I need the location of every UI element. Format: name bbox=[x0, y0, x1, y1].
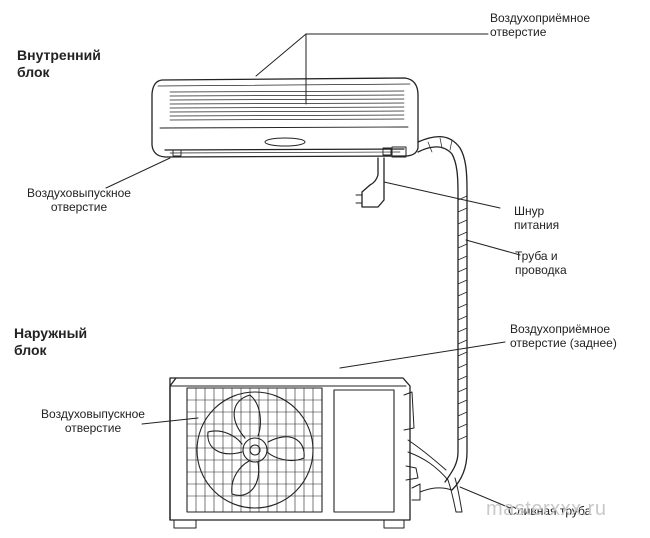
indoor-air-inlet-line2: отверстие bbox=[490, 25, 547, 39]
outdoor-unit bbox=[169, 377, 453, 529]
power-cord-label: Шнур питания bbox=[514, 204, 559, 232]
fan bbox=[196, 391, 314, 509]
leader-lines bbox=[105, 33, 521, 509]
indoor-unit-heading: Внутренний блок bbox=[17, 47, 101, 81]
indoor-unit-heading-line1: Внутренний bbox=[17, 47, 101, 63]
drain-pipe bbox=[447, 477, 463, 513]
pipe-wrap-lines bbox=[427, 137, 468, 441]
outdoor-air-inlet-label: Воздухоприёмное отверстие (заднее) bbox=[510, 322, 617, 350]
power-cord-line2: питания bbox=[514, 218, 560, 232]
drain-pipe-label: Сливная труба bbox=[508, 504, 592, 518]
power-cord-line1: Шнур bbox=[514, 204, 545, 218]
outdoor-air-outlet-line1: Воздуховыпускное bbox=[41, 407, 145, 421]
outdoor-unit-heading: Наружный блок bbox=[14, 325, 87, 359]
indoor-unit-heading-line2: блок bbox=[17, 64, 50, 80]
outdoor-unit-heading-line1: Наружный bbox=[14, 325, 88, 341]
outdoor-air-inlet-line1: Воздухоприёмное bbox=[510, 322, 611, 336]
power-plug bbox=[355, 157, 385, 208]
pipe-bundle bbox=[417, 136, 468, 491]
fan-grille-bars bbox=[186, 387, 323, 513]
indoor-air-outlet-line2: отверстие bbox=[50, 200, 108, 214]
outdoor-air-inlet-line2: отверстие (заднее) bbox=[510, 336, 617, 350]
indoor-unit bbox=[151, 77, 419, 158]
indoor-unit-grille bbox=[169, 90, 405, 121]
pipe-and-wiring-line2: проводка bbox=[515, 263, 567, 277]
pipe-and-wiring-label: Труба и проводка bbox=[515, 249, 567, 277]
indoor-air-outlet-line1: Воздуховыпускное bbox=[27, 186, 131, 200]
outdoor-air-outlet-label: Воздуховыпускное отверстие bbox=[28, 407, 158, 435]
watermark: masterxxx.ru bbox=[486, 498, 607, 520]
indoor-air-inlet-line1: Воздухоприёмное bbox=[490, 11, 591, 25]
indoor-air-inlet-label: Воздухоприёмное отверстие bbox=[490, 11, 590, 39]
outdoor-unit-heading-line2: блок bbox=[14, 342, 47, 358]
pipe-and-wiring-line1: Труба и bbox=[515, 249, 558, 263]
outdoor-air-outlet-line2: отверстие bbox=[64, 421, 122, 435]
indoor-air-outlet-label: Воздуховыпускное отверстие bbox=[12, 186, 146, 214]
